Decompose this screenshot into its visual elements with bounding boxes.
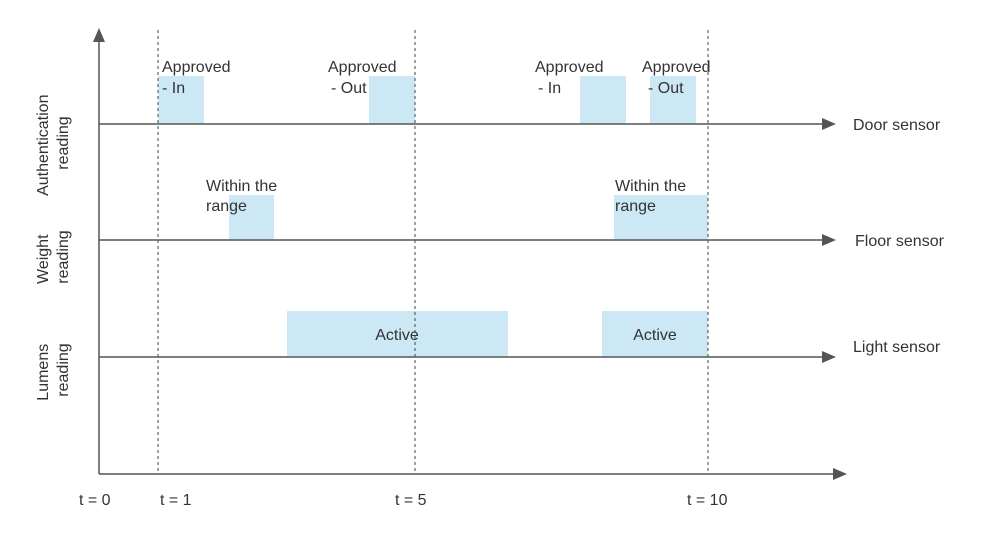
door-event-block-approved-in-1	[158, 76, 204, 124]
door-event-label-approved-out-2: Approved - Out	[642, 59, 715, 97]
weight-reading-label: Weight reading	[35, 230, 72, 284]
light-event-block-1	[287, 311, 508, 357]
door-event-block-approved-out-2	[650, 76, 696, 124]
time-label-t5: t = 5	[395, 492, 427, 509]
lumens-reading-label: Lumens reading	[35, 339, 72, 400]
authentication-reading-label: Authentication reading	[35, 90, 72, 196]
door-sensor-label: Door sensor	[853, 117, 941, 134]
door-event-label-approved-in-1: Approved - In	[162, 59, 235, 97]
light-event-label-1: Active	[375, 327, 419, 344]
axes	[98, 40, 835, 475]
floor-event-label-2: Within the range	[615, 178, 691, 215]
light-event-block-2	[602, 311, 708, 357]
time-label-t10: t = 10	[687, 492, 728, 509]
door-event-block-approved-in-2	[580, 76, 626, 124]
light-sensor-arrowhead	[822, 351, 836, 363]
door-event-blocks	[158, 76, 696, 124]
x-axis-arrowhead	[833, 468, 847, 480]
light-event-blocks	[287, 311, 708, 357]
door-event-block-approved-out-1	[369, 76, 415, 124]
time-guides	[157, 30, 709, 474]
floor-event-label-1: Within the range	[206, 178, 282, 215]
floor-event-blocks	[229, 195, 708, 240]
y-axis-arrowhead	[93, 28, 105, 42]
light-sensor-label: Light sensor	[853, 339, 941, 356]
floor-event-block-1	[229, 195, 274, 240]
door-event-label-approved-out-1: Approved - Out	[328, 59, 401, 97]
light-event-label-2: Active	[633, 327, 677, 344]
time-label-t1: t = 1	[160, 492, 192, 509]
time-label-t0: t = 0	[79, 492, 111, 509]
door-sensor-arrowhead	[822, 118, 836, 130]
door-event-label-approved-in-2: Approved - In	[535, 59, 608, 97]
floor-sensor-arrowhead	[822, 234, 836, 246]
sensor-lines	[99, 123, 825, 358]
floor-sensor-label: Floor sensor	[855, 233, 945, 250]
floor-event-block-2	[614, 195, 708, 240]
